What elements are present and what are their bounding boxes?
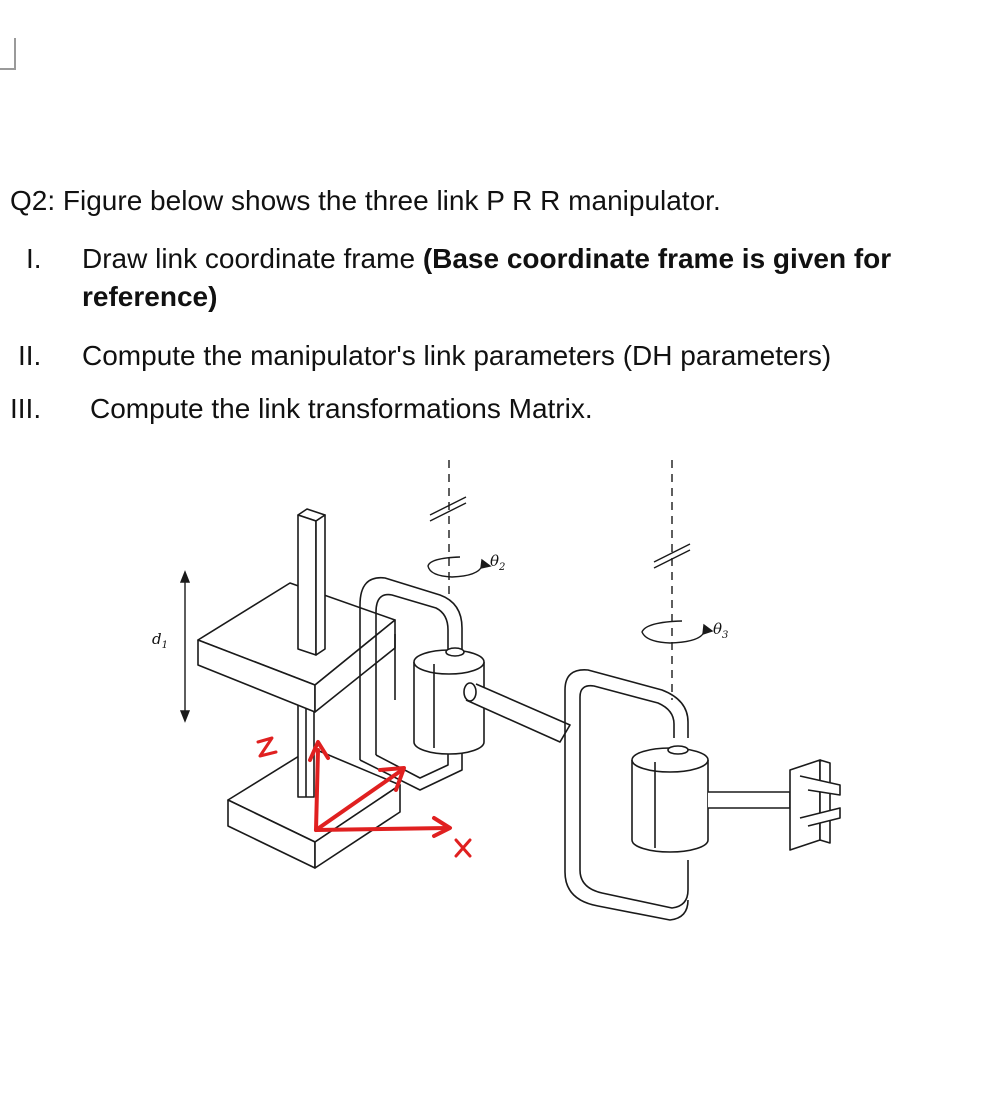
joint-axes	[179, 460, 714, 723]
page-corner-mark	[0, 38, 16, 70]
list-item-2: II. Compute the manipulator's link param…	[18, 337, 938, 377]
joint-2-axis-break	[429, 502, 467, 522]
link-2-arm	[463, 682, 571, 743]
question-heading: Q2: Figure below shows the three link P …	[10, 185, 721, 216]
figure-labels: d1 θ2 θ3	[152, 552, 728, 651]
list-item-3: III. Compute the link transformations Ma…	[10, 390, 930, 430]
d1-label: d1	[152, 630, 168, 651]
list-item-text-plain: Draw link coordinate frame	[82, 243, 423, 274]
x-axis-line	[314, 826, 450, 832]
theta-2-rotation-arrow	[427, 556, 483, 578]
theta-2-label: θ2	[490, 552, 505, 573]
z-axis-arrowhead	[308, 740, 330, 762]
base-block	[227, 747, 401, 869]
theta-3-rotation-arrow	[641, 620, 705, 644]
x-axis-arrowhead	[432, 816, 452, 838]
list-item-1: I. Draw link coordinate frame (Base coor…	[26, 240, 946, 320]
d1-arrow-top	[179, 570, 191, 583]
list-item-text: Compute the manipulator's link parameter…	[82, 340, 832, 371]
joint-2-cylinder	[413, 647, 485, 755]
joint-3-cylinder	[631, 745, 709, 853]
end-effector	[708, 759, 841, 851]
z-axis-line	[314, 748, 320, 832]
list-item-number: III.	[10, 393, 42, 424]
d1-arrow-bottom	[179, 710, 191, 723]
theta-3-label: θ3	[713, 620, 728, 641]
z-axis-handwritten-label	[256, 736, 278, 758]
theta-3-arrowhead	[702, 623, 714, 636]
y-axis-line	[314, 768, 404, 832]
joint-3-axis-break	[653, 543, 691, 563]
joint-2-axis-break	[429, 496, 467, 516]
y-axis-arrowhead	[378, 766, 406, 792]
prismatic-column-lower	[297, 704, 315, 798]
joint-3-axis-break	[653, 549, 691, 569]
list-item-text: Compute the link transformations Matrix.	[90, 393, 593, 424]
list-item-text: Draw link coordinate frame (Base coordin…	[82, 240, 922, 316]
x-axis-handwritten-label	[454, 838, 472, 858]
list-item-number: II.	[18, 340, 42, 371]
theta-2-arrowhead	[480, 558, 492, 569]
prismatic-slider-platform	[197, 582, 396, 713]
list-item-number: I.	[26, 243, 42, 274]
list-item-text-bold: (Base coordinate frame is given for refe…	[82, 243, 892, 312]
link-2-bracket	[564, 669, 689, 921]
link-1-bracket	[359, 576, 463, 791]
base-frame-annotation	[256, 736, 472, 858]
prismatic-column-upper	[297, 508, 326, 656]
